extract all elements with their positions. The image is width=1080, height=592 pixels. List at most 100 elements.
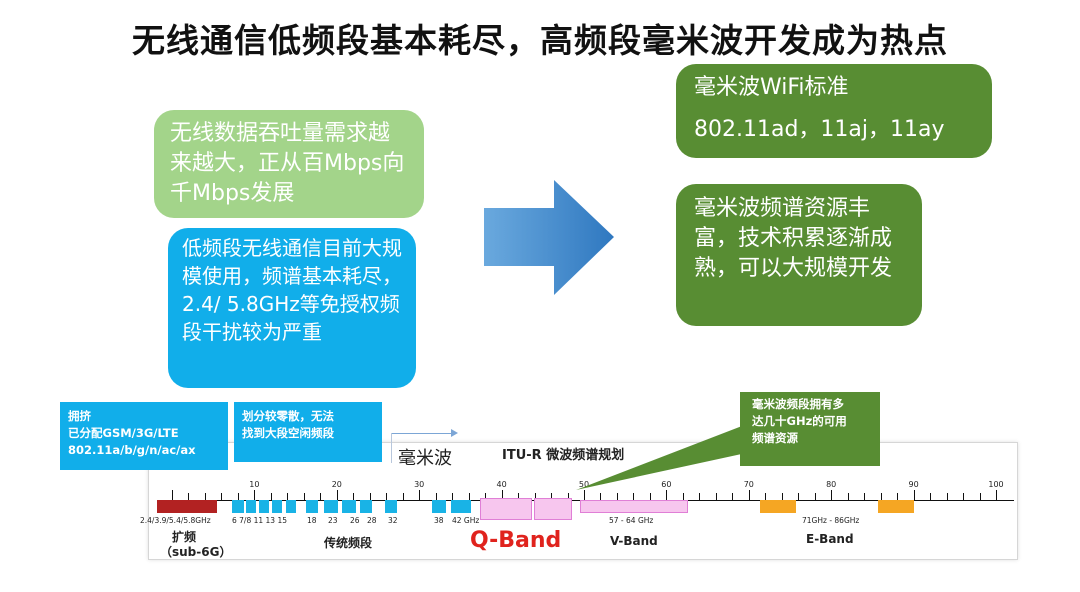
traditional-band-block — [246, 500, 256, 513]
ruler-tick — [814, 493, 816, 500]
ruler-tick — [963, 493, 965, 500]
traditional-freq-label: 6 7/8 11 13 15 — [232, 516, 288, 525]
mmwave-label: 毫米波 — [398, 448, 452, 469]
ruler-tick — [831, 490, 833, 500]
callout-line: 毫米波频段拥有多 — [752, 397, 844, 411]
crowded-callout: 拥挤 已分配GSM/3G/LTE 802.11a/b/g/n/ac/ax — [60, 402, 228, 470]
ruler-tick-label: 40 — [496, 480, 507, 489]
traditional-band-block — [342, 500, 356, 513]
mmwave-spectrum-rich-box: 毫米波频谱资源丰富，技术积累逐渐成熟，可以大规模开发 — [676, 184, 922, 326]
scattered-callout: 划分较零散，无法 找到大段空闲频段 — [234, 402, 382, 462]
mmwave-bands-callout: 毫米波频段拥有多 达几十GHz的可用 频谱资源 — [740, 392, 880, 466]
traditional-band-block — [272, 500, 282, 513]
traditional-band-block — [360, 500, 372, 513]
ruler-tick-label: 90 — [908, 480, 919, 489]
page-title: 无线通信低频段基本耗尽，高频段毫米波开发成为热点 — [132, 21, 948, 60]
ruler-tick-label: 30 — [414, 480, 425, 489]
q-band-label: Q-Band — [470, 528, 562, 553]
ruler-tick — [699, 493, 701, 500]
mmwave-callout-pointer-icon — [576, 426, 760, 490]
ruler-tick — [468, 493, 470, 500]
traditional-band-block — [232, 500, 244, 513]
ruler-tick — [946, 493, 948, 500]
traditional-band-block — [306, 500, 318, 513]
ruler-tick — [649, 493, 651, 500]
mmwave-start-line — [391, 433, 392, 463]
traditional-band-block — [259, 500, 269, 513]
callout-line: 802.11a/b/g/n/ac/ax — [68, 443, 196, 457]
freq-label-32: 32 — [388, 516, 398, 525]
ruler-tick-label: 70 — [743, 480, 754, 489]
ruler-tick — [666, 490, 668, 500]
ruler-tick — [369, 493, 371, 500]
ruler-tick — [402, 493, 404, 500]
ruler-tick-label: 80 — [826, 480, 837, 489]
ruler-tick — [172, 490, 173, 500]
traditional-band-block — [451, 500, 471, 513]
freq-label-18: 18 — [307, 516, 317, 525]
ruler-tick — [897, 493, 899, 500]
ruler-tick — [847, 493, 849, 500]
traditional-band-block — [286, 500, 296, 513]
ruler-tick — [452, 493, 454, 500]
traditional-band-block — [432, 500, 446, 513]
ruler-tick-label: 60 — [661, 480, 672, 489]
ruler-tick — [979, 493, 981, 500]
sub6-band-block — [157, 500, 217, 513]
ruler-tick — [353, 493, 355, 500]
ruler-tick-label: 100 — [988, 480, 1004, 489]
ruler-tick — [996, 490, 997, 500]
ruler-tick — [748, 490, 750, 500]
ruler-tick — [254, 490, 256, 500]
ruler-tick — [864, 493, 866, 500]
v-band-label: V-Band — [610, 534, 658, 548]
sub6-label-line2: （sub-6G） — [160, 545, 232, 559]
e-band-block-2 — [878, 500, 914, 513]
ruler-tick — [715, 493, 717, 500]
wifi-standard-list: 802.11ad，11aj，11ay — [694, 117, 945, 142]
q-band-block-1 — [480, 498, 532, 520]
e-band-label: E-Band — [806, 532, 854, 546]
right-arrow-icon — [484, 180, 614, 295]
traditional-band-block — [324, 500, 338, 513]
traditional-band-block — [385, 500, 397, 513]
freq-label-38: 38 — [434, 516, 444, 525]
low-band-exhausted-box: 低频段无线通信目前大规模使用，频谱基本耗尽，2.4/ 5.8GHz等免授权频段干… — [168, 228, 416, 388]
ruler-tick — [221, 493, 223, 500]
traditional-band-label: 传统频段 — [324, 536, 373, 550]
e-band-block-1 — [760, 500, 796, 513]
ruler-tick — [600, 493, 602, 500]
ruler-tick-label: 20 — [331, 480, 342, 489]
freq-label-26: 26 — [350, 516, 360, 525]
ruler-tick — [270, 493, 272, 500]
ruler-tick — [501, 490, 503, 500]
ruler-tick — [798, 493, 800, 500]
v-band-block — [580, 500, 688, 513]
ruler-tick — [188, 493, 190, 500]
ruler-tick — [435, 493, 437, 500]
ruler-tick — [765, 493, 767, 500]
q-band-block-2 — [534, 498, 572, 520]
ruler-tick — [485, 493, 487, 500]
ruler-tick — [518, 493, 520, 500]
ruler-tick — [287, 493, 289, 500]
ruler-tick — [419, 490, 421, 500]
ruler-tick — [303, 493, 305, 500]
ruler-tick — [551, 493, 553, 500]
freq-label-42: 42 GHz — [452, 516, 480, 525]
mmwave-arrow-head-icon — [451, 429, 458, 437]
vband-range-label: 57 - 64 GHz — [609, 516, 654, 525]
callout-line: 已分配GSM/3G/LTE — [68, 426, 179, 440]
ruler-tick — [567, 493, 569, 500]
ruler-tick — [336, 490, 338, 500]
ruler-tick — [633, 493, 635, 500]
ruler-tick — [682, 493, 684, 500]
throughput-demand-box: 无线数据吞吐量需求越来越大，正从百Mbps向千Mbps发展 — [154, 110, 424, 218]
ruler-tick — [781, 493, 783, 500]
callout-line: 达几十GHz的可用 — [752, 414, 847, 428]
ruler-tick — [913, 490, 915, 500]
freq-label-23: 23 — [328, 516, 338, 525]
callout-line: 频谱资源 — [752, 431, 798, 445]
ruler-tick — [732, 493, 734, 500]
ruler-tick — [616, 493, 618, 500]
